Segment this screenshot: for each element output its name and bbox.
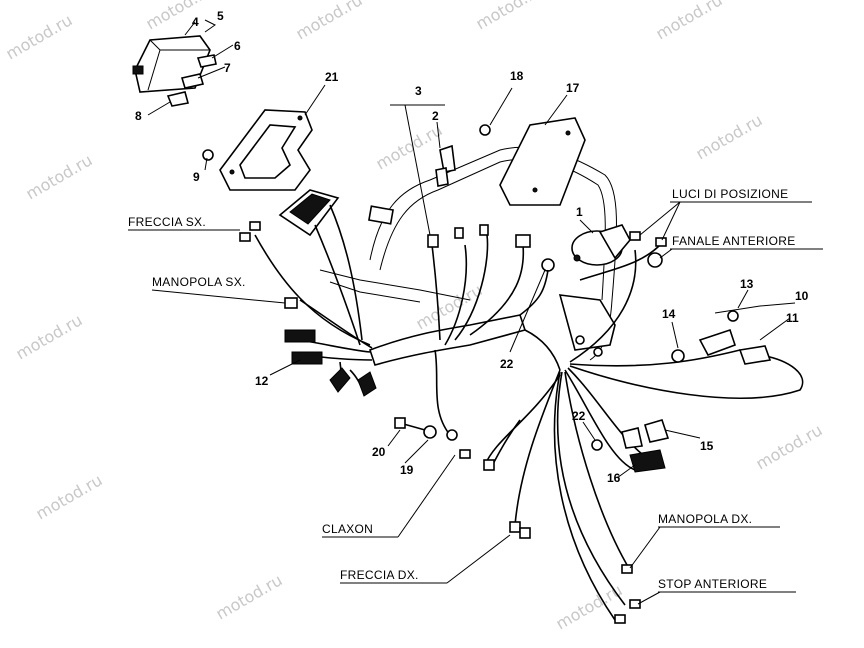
ignition-switch: [541, 224, 631, 272]
label-freccia-sx: FRECCIA SX.: [128, 215, 206, 229]
part-number-19: 19: [400, 463, 414, 477]
part-number-3: 3: [415, 84, 422, 98]
label-manopola-dx: MANOPOLA DX.: [658, 512, 752, 526]
watermark: motod.ru: [143, 0, 216, 33]
callout-labels: FRECCIA SX. MANOPOLA SX. LUCI DI POSIZIO…: [128, 187, 796, 591]
watermark: motod.ru: [553, 580, 626, 633]
part-number-8: 8: [135, 109, 142, 123]
part-number-7: 7: [224, 61, 231, 75]
label-manopola-sx: MANOPOLA SX.: [152, 275, 246, 289]
watermark: motod.ru: [3, 10, 76, 63]
watermark: motod.ru: [33, 470, 106, 523]
part-number-17: 17: [566, 81, 580, 95]
part-number-11: 11: [786, 311, 799, 325]
watermark: motod.ru: [293, 0, 366, 43]
label-stop-anteriore: STOP ANTERIORE: [658, 577, 767, 591]
leader-lines: [128, 19, 823, 605]
part-number-10: 10: [795, 289, 809, 303]
part-number-14: 14: [662, 307, 676, 321]
part-number-1: 1: [576, 205, 583, 219]
screw-18: [479, 124, 491, 136]
fuse-box: [132, 35, 217, 107]
part-number-20: 20: [372, 445, 386, 459]
watermark: motod.ru: [753, 420, 826, 473]
part-number-15: 15: [700, 439, 714, 453]
connectors: [239, 221, 772, 624]
part-number-4: 4: [192, 15, 199, 29]
part-number-6: 6: [234, 39, 241, 53]
watermark: motod.ru: [653, 0, 726, 43]
watermark: motod.ru: [13, 310, 86, 363]
part-number-21: 21: [325, 70, 339, 84]
instrument-connector: [278, 189, 340, 237]
part-numbers: 4 5 6 7 8 9 21 3 2 18 17 1 12 22 13 10 1…: [135, 9, 809, 485]
cover-piece: [499, 117, 586, 206]
label-claxon: CLAXON: [322, 522, 373, 536]
part-number-22b: 22: [572, 409, 586, 423]
label-freccia-dx: FRECCIA DX.: [340, 568, 419, 582]
watermark: motod.ru: [213, 570, 286, 623]
part-number-12: 12: [255, 374, 269, 388]
part-number-5: 5: [217, 9, 224, 23]
part-number-16: 16: [607, 471, 621, 485]
screw-9: [202, 149, 214, 161]
watermark: motod.ru: [693, 110, 766, 163]
connector-2: [435, 144, 456, 187]
part-number-9: 9: [193, 170, 200, 184]
part-number-18: 18: [510, 69, 524, 83]
instrument-panel: [219, 109, 313, 191]
part-number-13: 13: [740, 277, 754, 291]
wiring-harness: [254, 204, 804, 621]
part-number-22a: 22: [500, 357, 514, 371]
part-number-2: 2: [432, 109, 439, 123]
watermark: motod.ru: [473, 0, 546, 33]
watermark: motod.ru: [23, 150, 96, 203]
label-luci-di-posizione: LUCI DI POSIZIONE: [672, 187, 788, 201]
label-fanale-anteriore: FANALE ANTERIORE: [672, 234, 796, 248]
